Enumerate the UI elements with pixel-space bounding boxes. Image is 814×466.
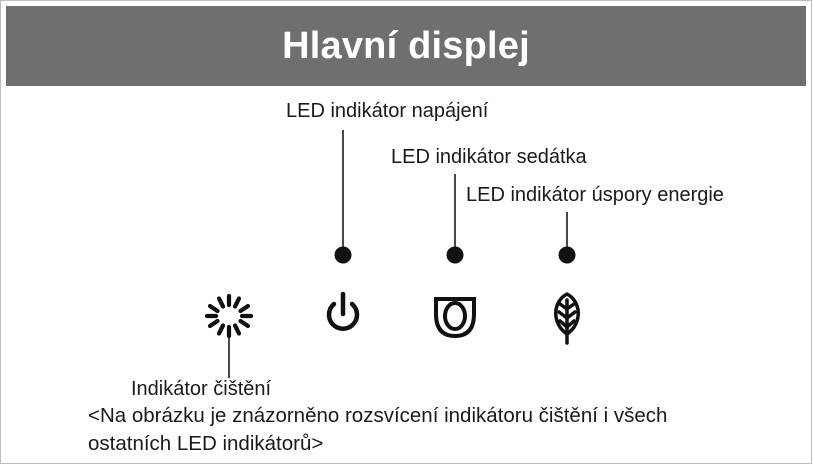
power-led-label: LED indikátor napájení xyxy=(286,100,489,122)
page-title: Hlavní displej xyxy=(282,24,530,67)
seat-led-label: LED indikátor sedátka xyxy=(391,146,587,168)
seat-led-dot xyxy=(446,246,464,264)
caption-note: <Na obrázku je znázorněno rozsvícení ind… xyxy=(88,402,667,458)
power-led-dot xyxy=(334,246,352,264)
caption-line-2: ostatních LED indikátorů> xyxy=(88,432,324,455)
cleaning-indicator-label: Indikátor čištění xyxy=(131,378,272,400)
eco-led-dot xyxy=(558,246,576,264)
caption-line-1: <Na obrázku je znázorněno rozsvícení ind… xyxy=(88,404,668,427)
cleaning-icon xyxy=(204,293,254,339)
power-icon xyxy=(326,291,360,331)
eco-led-label: LED indikátor úspory energie xyxy=(466,184,724,206)
title-bar: Hlavní displej xyxy=(6,6,806,86)
leaf-icon xyxy=(554,292,580,345)
seat-icon xyxy=(434,297,476,339)
